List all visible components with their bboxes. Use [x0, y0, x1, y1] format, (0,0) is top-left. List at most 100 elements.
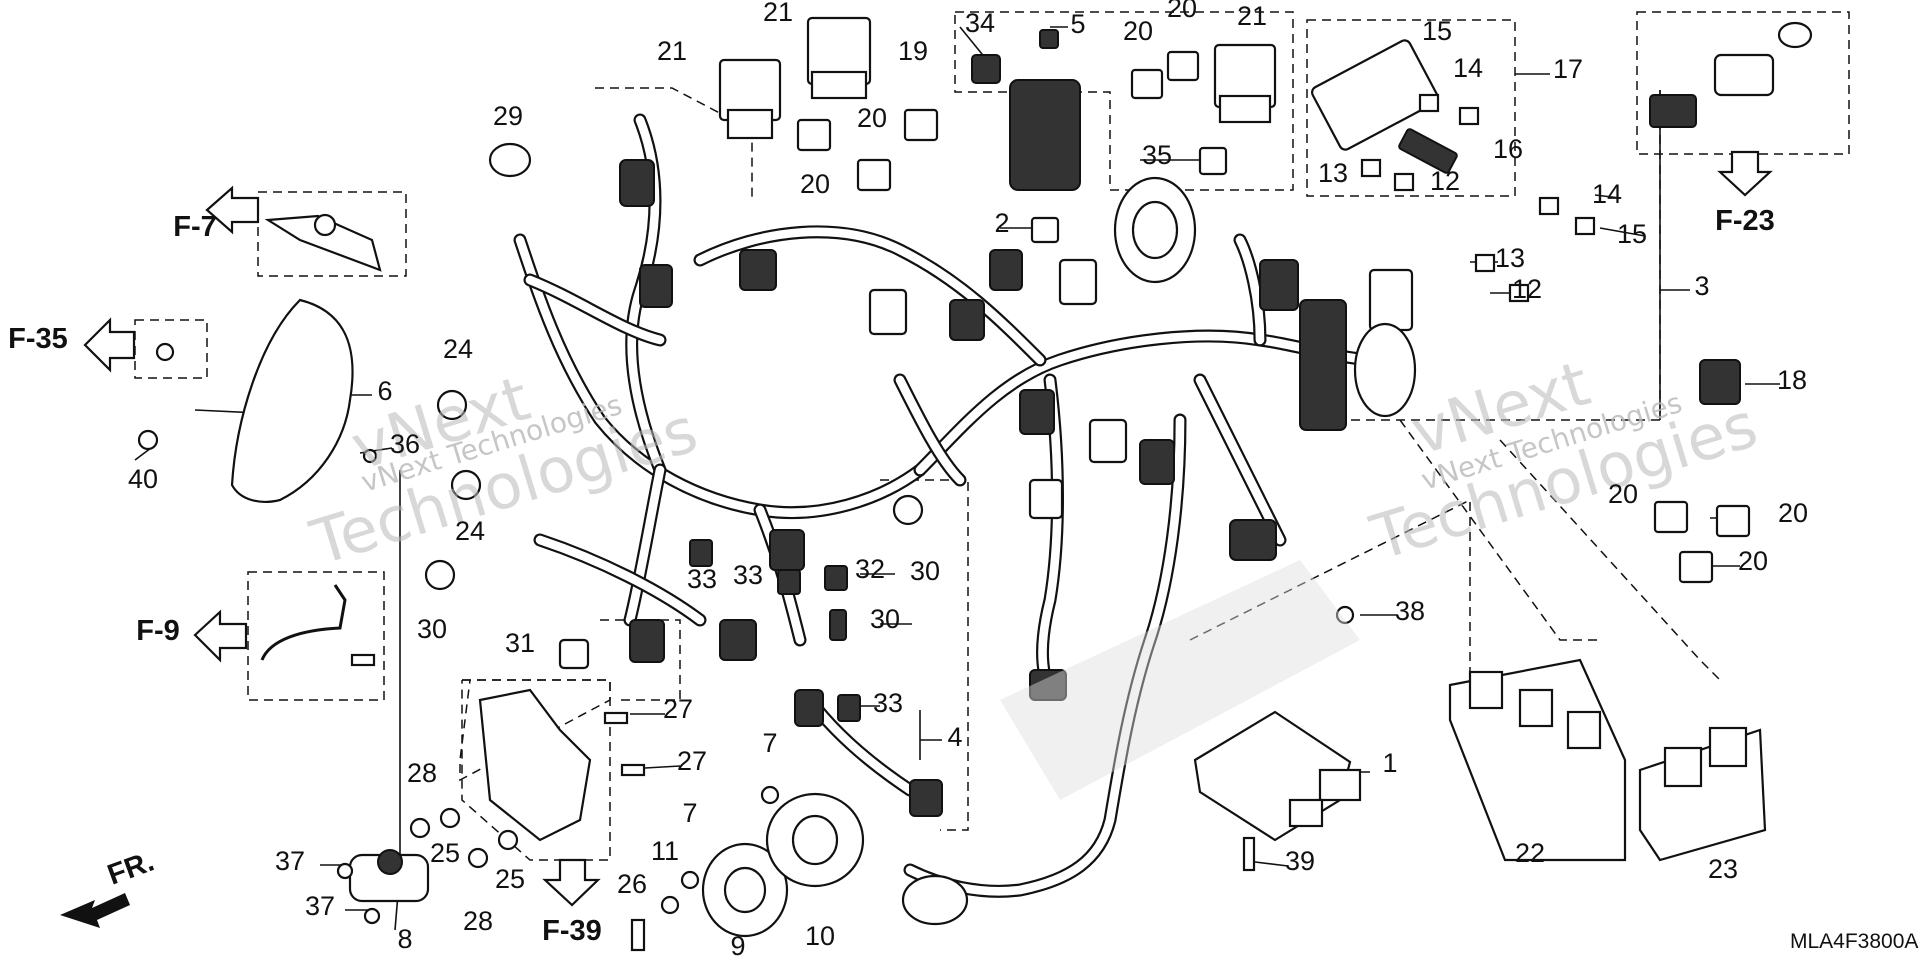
standalone-parts [137, 16, 1813, 952]
ref-f9: F-9 [136, 615, 180, 647]
bolt-f9 [350, 653, 376, 667]
diagram-code: MLA4F3800A [1790, 930, 1918, 953]
nut-7-a [760, 785, 780, 805]
fuse-16 [1398, 128, 1458, 174]
connector-block-34 [1009, 79, 1081, 191]
shadow-area [1000, 560, 1360, 800]
rod-box-f9 [247, 571, 385, 701]
ref-f39: F-39 [542, 915, 602, 947]
callout-c19: 19 [898, 36, 928, 66]
callout-c6: 6 [377, 376, 392, 406]
ecu-1-port-b [1288, 798, 1324, 828]
callout-c30a: 30 [417, 614, 447, 644]
callout-c33b: 33 [733, 560, 763, 590]
bolt-39 [1242, 836, 1256, 872]
callout-c28b: 28 [463, 906, 493, 936]
arrow-f9 [193, 609, 248, 663]
module-23-port-a [1663, 746, 1703, 788]
callout-c21c: 21 [1237, 1, 1267, 31]
callout-c13b: 13 [1495, 243, 1525, 273]
callout-c25a: 25 [430, 838, 460, 868]
callout-c3: 3 [1694, 271, 1709, 301]
callout-c8: 8 [397, 924, 412, 954]
module-f23-plug [1649, 94, 1697, 128]
callout-c26: 26 [617, 869, 647, 899]
callout-c15b: 15 [1617, 219, 1647, 249]
callout-c38: 38 [1395, 596, 1425, 626]
callout-c23: 23 [1708, 854, 1738, 884]
relay-20-d [1166, 50, 1200, 82]
relay-18 [1699, 359, 1741, 405]
bolt-f35 [155, 342, 175, 362]
callout-c21b: 21 [763, 0, 793, 27]
fuse-12-a [1393, 172, 1415, 192]
bolt-40 [137, 429, 159, 451]
relay-box-34 [954, 11, 1294, 191]
callout-c35: 35 [1142, 140, 1172, 170]
fuse-13-b [1474, 253, 1496, 273]
callout-c20d: 20 [800, 169, 830, 199]
clip-30-c [829, 609, 847, 641]
front-label: FR. [103, 846, 158, 892]
clamp-24-a [436, 389, 468, 421]
callout-c37a: 37 [275, 846, 305, 876]
callout-c9: 9 [730, 931, 745, 960]
nut-37-a [336, 862, 354, 880]
callout-c22: 22 [1515, 838, 1545, 868]
side-cover-6 [230, 298, 354, 503]
arrow-f7 [205, 185, 260, 235]
callout-c1: 1 [1382, 748, 1397, 778]
fuse-13-a [1360, 158, 1382, 178]
ref-f7: F-7 [173, 211, 217, 243]
ecu-1-port [1318, 768, 1362, 802]
ref-f23: F-23 [1715, 205, 1775, 237]
clamp-31 [558, 638, 590, 670]
fuse-box-15 [1311, 39, 1439, 151]
callout-c33c: 33 [873, 688, 903, 718]
clamp-30-b [892, 494, 924, 526]
connector-4-a [794, 689, 824, 727]
bracket-f7 [264, 214, 382, 272]
callout-c12b: 12 [1512, 274, 1542, 304]
nut-7-b [680, 870, 700, 890]
callout-c20g: 20 [1738, 546, 1768, 576]
fuse-12-b [1508, 283, 1530, 303]
callout-c39: 39 [1285, 846, 1315, 876]
bolt-38 [1335, 605, 1355, 625]
callout-c20e: 20 [1608, 479, 1638, 509]
module-22 [1448, 658, 1627, 862]
module-22-port-b [1518, 688, 1554, 728]
lower-bracket [478, 688, 592, 842]
callout-c40: 40 [128, 464, 158, 494]
callout-c20f: 20 [1778, 498, 1808, 528]
callout-c18: 18 [1777, 365, 1807, 395]
arrow-f39 [542, 858, 601, 907]
callout-c7b: 7 [682, 798, 697, 828]
rod-f9 [260, 584, 347, 661]
callout-c13a: 13 [1318, 158, 1348, 188]
module-f23-cap [1777, 21, 1813, 49]
callout-c33a: 33 [687, 564, 717, 594]
callout-c16: 16 [1493, 134, 1523, 164]
callout-c14a: 14 [1453, 53, 1483, 83]
callout-c36: 36 [390, 429, 420, 459]
module-23-port-b [1708, 726, 1748, 768]
connector-4-b [909, 779, 943, 817]
callout-c24a: 24 [443, 334, 473, 364]
fuse-14-b [1458, 106, 1480, 126]
callout-c12a: 12 [1430, 166, 1460, 196]
relay-20-b [856, 158, 892, 192]
relay-20-f [1715, 504, 1751, 538]
callout-c31: 31 [505, 628, 535, 658]
callout-c20c: 20 [857, 103, 887, 133]
ref-f35: F-35 [8, 323, 68, 355]
callout-c37b: 37 [305, 891, 335, 921]
callout-c28a: 28 [407, 758, 437, 788]
relay-19 [903, 108, 939, 142]
relay-20-e [1653, 500, 1689, 534]
reference-arrows [60, 150, 1773, 928]
fuse-15-c [1574, 216, 1596, 236]
grommet-f7 [313, 213, 337, 237]
